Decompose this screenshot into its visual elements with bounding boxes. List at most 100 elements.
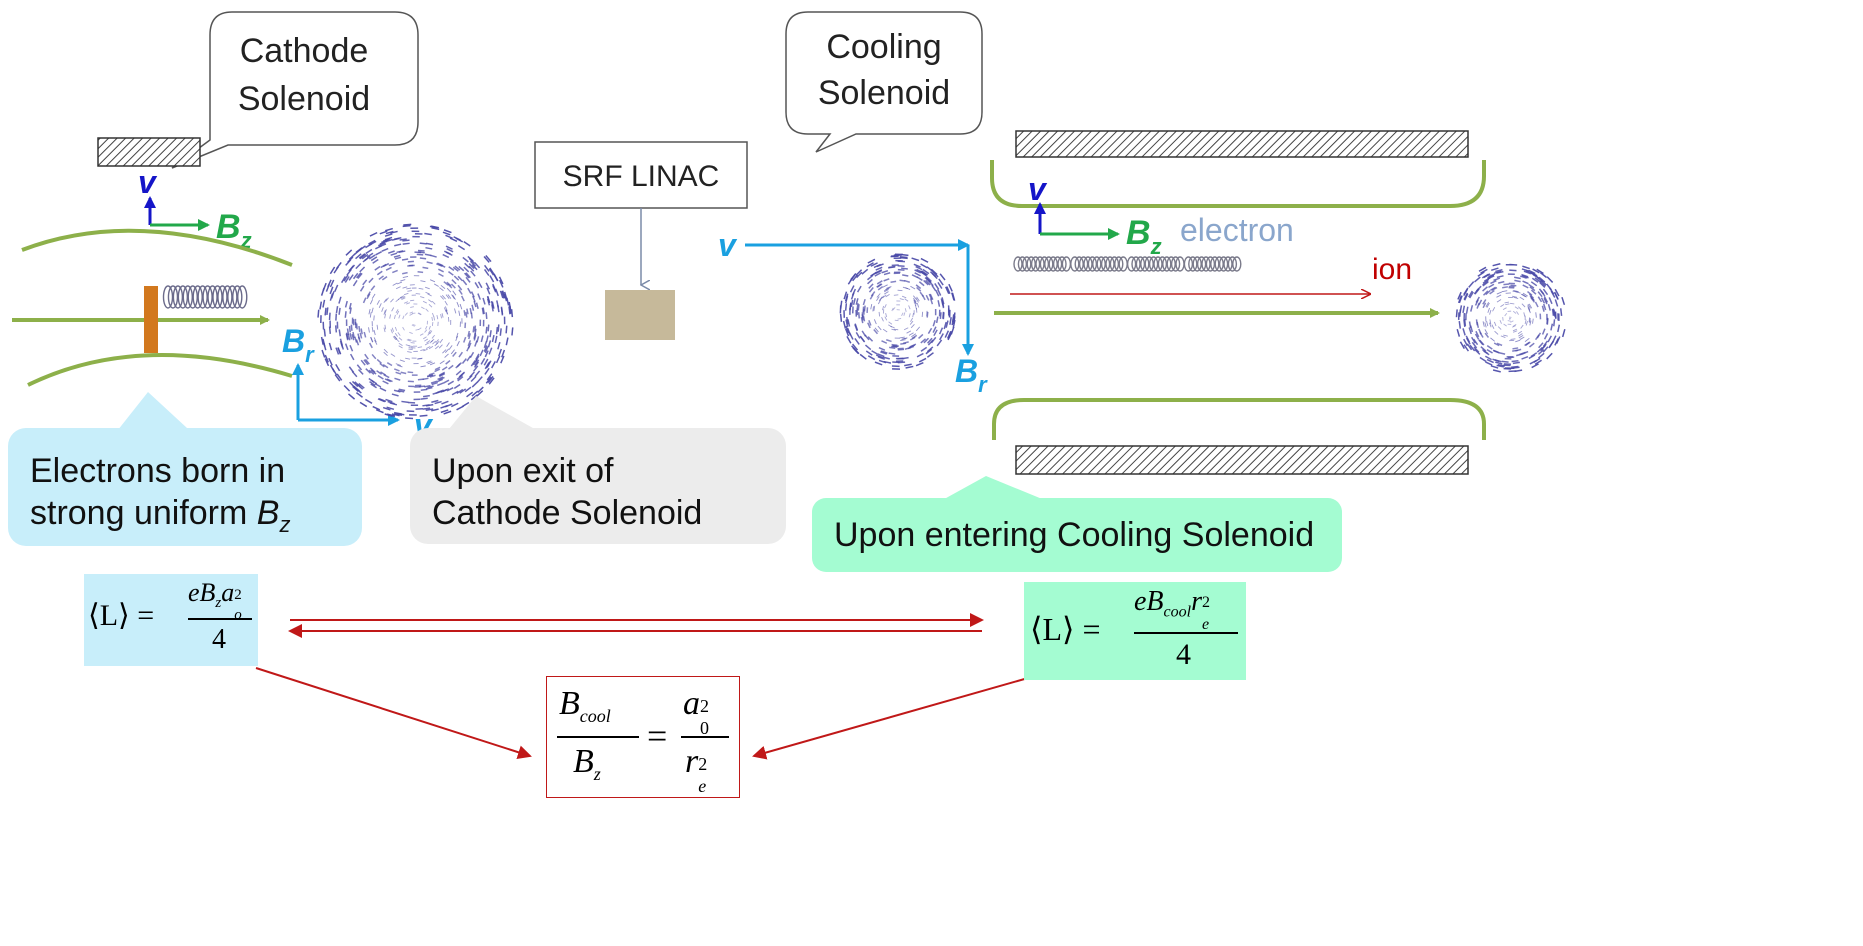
particle-mark xyxy=(457,376,464,382)
particle-mark xyxy=(861,312,864,319)
particle-mark xyxy=(505,325,508,334)
particle-mark xyxy=(364,353,369,360)
particle-mark xyxy=(1530,281,1538,287)
particle-mark xyxy=(417,271,424,274)
particle-mark xyxy=(508,306,511,315)
particle-mark xyxy=(1469,344,1476,352)
particle-mark xyxy=(918,281,925,287)
particle-mark xyxy=(385,398,393,403)
particle-mark xyxy=(422,377,429,381)
particle-mark xyxy=(1494,359,1502,363)
left-eq-fraction-bar xyxy=(188,618,252,620)
particle-mark xyxy=(868,287,874,293)
particle-mark xyxy=(916,286,922,292)
particle-mark xyxy=(843,291,848,300)
particle-mark xyxy=(355,339,360,346)
particle-mark xyxy=(370,383,377,389)
particle-mark xyxy=(395,286,401,290)
particle-mark xyxy=(352,331,356,339)
particle-mark xyxy=(424,342,430,346)
helix-loop xyxy=(1105,256,1115,272)
particle-mark xyxy=(893,328,899,331)
particle-mark xyxy=(933,329,938,337)
particle-mark xyxy=(420,306,425,310)
particle-mark xyxy=(852,343,859,351)
particle-mark xyxy=(368,277,374,284)
particle-mark xyxy=(859,335,865,342)
particle-mark xyxy=(368,369,375,375)
particle-mark xyxy=(1537,349,1545,355)
particle-mark xyxy=(469,260,477,267)
beam-distribution-entering xyxy=(839,253,956,370)
particle-mark xyxy=(427,374,434,378)
particle-mark xyxy=(888,321,893,325)
particle-mark xyxy=(428,299,433,303)
particle-mark xyxy=(445,251,453,256)
particle-mark xyxy=(1471,341,1478,349)
particle-mark xyxy=(396,250,404,254)
particle-mark xyxy=(491,334,495,343)
particle-mark xyxy=(479,349,484,357)
particle-mark xyxy=(1548,297,1553,305)
particle-mark xyxy=(383,298,388,303)
particle-mark xyxy=(484,367,490,375)
particle-mark xyxy=(904,279,911,283)
particle-mark xyxy=(849,302,852,310)
particle-mark xyxy=(913,299,917,304)
field-line-bottom-cooling xyxy=(992,398,1486,440)
particle-mark xyxy=(444,348,450,353)
particle-mark xyxy=(1514,306,1519,310)
particle-mark xyxy=(1495,361,1503,365)
particle-mark xyxy=(451,294,455,300)
particle-mark xyxy=(854,338,860,345)
particle-mark xyxy=(909,320,914,325)
particle-mark xyxy=(486,287,491,295)
particle-mark xyxy=(881,340,888,344)
particle-mark xyxy=(1529,295,1535,301)
particle-mark xyxy=(428,345,434,350)
helix-loop xyxy=(167,285,179,309)
particle-mark xyxy=(443,281,449,286)
particle-mark xyxy=(1504,312,1508,317)
particle-mark xyxy=(425,403,434,407)
particle-mark xyxy=(939,273,946,281)
particle-mark xyxy=(340,276,346,284)
particle-mark xyxy=(1467,290,1473,298)
particle-mark xyxy=(384,324,387,330)
particle-mark xyxy=(349,381,356,389)
cathode-emitter xyxy=(144,286,158,353)
particle-mark xyxy=(466,391,474,398)
particle-mark xyxy=(368,327,370,333)
particle-mark xyxy=(1518,306,1522,311)
particle-mark xyxy=(403,292,409,296)
helix-loop xyxy=(1074,256,1084,272)
particle-mark xyxy=(1482,286,1488,292)
particle-mark xyxy=(334,374,341,382)
particle-mark xyxy=(458,310,461,316)
particle-mark xyxy=(867,355,876,361)
particle-mark xyxy=(842,320,847,329)
helix-loop xyxy=(1044,256,1054,272)
particle-mark xyxy=(1521,273,1529,278)
particle-mark xyxy=(1488,273,1496,278)
particle-mark xyxy=(456,405,464,411)
cathode-callout: Cathode Solenoid xyxy=(171,11,419,169)
particle-mark xyxy=(925,294,930,301)
particle-mark xyxy=(1528,269,1536,275)
helix-loop xyxy=(1223,256,1233,272)
particle-mark xyxy=(1508,316,1511,320)
particle-mark xyxy=(1481,348,1489,355)
helix-loop xyxy=(232,285,243,309)
particle-mark xyxy=(926,337,933,344)
particle-mark xyxy=(470,291,475,298)
cooling-solenoid-coil-top xyxy=(1015,130,1469,158)
particle-mark xyxy=(418,287,424,290)
particle-mark xyxy=(924,277,931,283)
particle-mark xyxy=(1501,360,1509,363)
particle-mark xyxy=(440,409,449,414)
particle-mark xyxy=(431,381,438,386)
particle-mark xyxy=(1554,299,1559,307)
particle-mark xyxy=(906,330,912,334)
particle-mark xyxy=(873,319,877,325)
